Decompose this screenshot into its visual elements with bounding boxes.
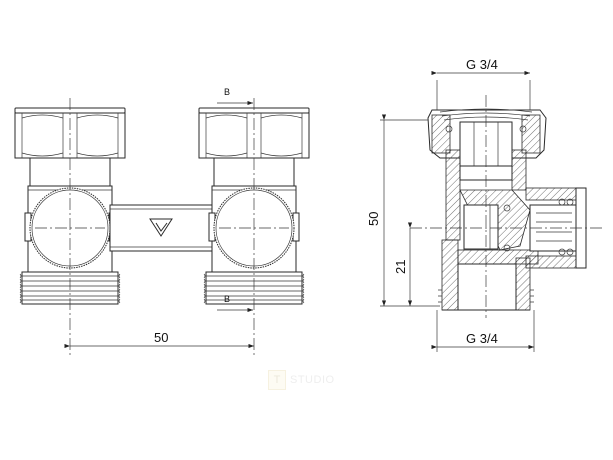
top-thread-label: G 3/4 <box>466 57 498 72</box>
outlet-height-label: 21 <box>393 260 408 274</box>
bottom-thread-label: G 3/4 <box>466 331 498 346</box>
front-view: B B 50 <box>14 87 310 355</box>
left-valve-body <box>14 107 126 305</box>
bridge-pipe <box>109 204 215 252</box>
overall-height-label: 50 <box>366 212 381 226</box>
center-distance-label: 50 <box>154 330 168 345</box>
section-marker-top: B <box>224 87 230 97</box>
watermark-text: STUDIO <box>290 374 335 386</box>
section-marker-bottom: B <box>224 294 230 304</box>
watermark-logo-icon: T <box>268 370 286 390</box>
brand-logo-icon <box>149 218 173 237</box>
watermark: T STUDIO <box>268 370 335 390</box>
section-view: G 3/4 G 3/4 50 21 <box>366 57 605 352</box>
